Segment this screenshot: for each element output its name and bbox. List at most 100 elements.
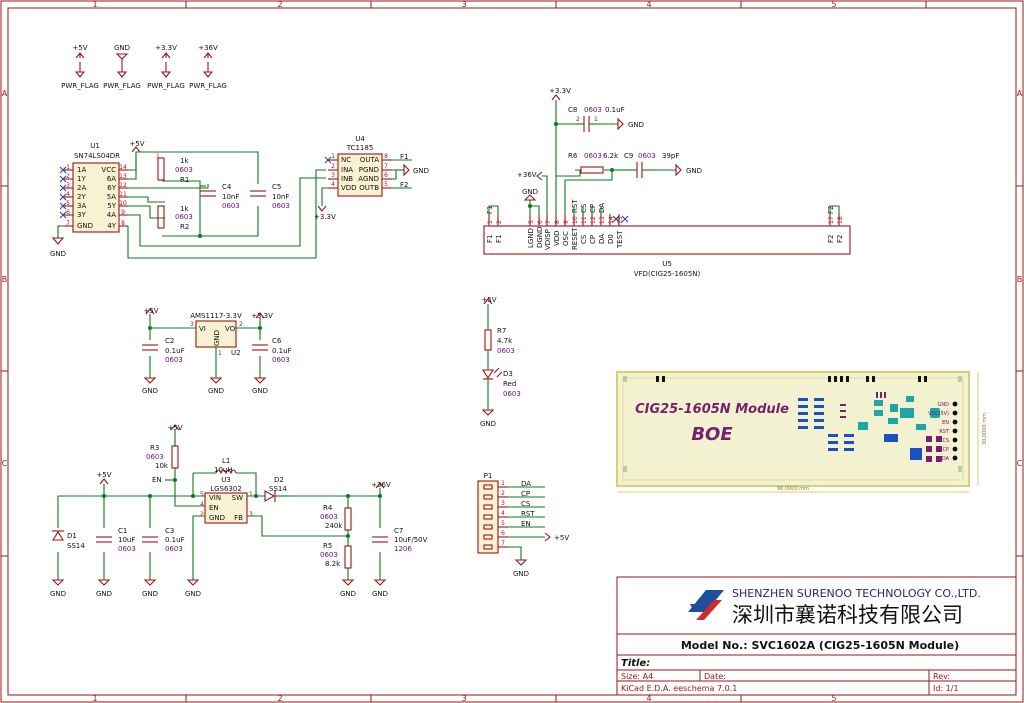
r4-resistor: R4 0603 240k <box>320 504 352 531</box>
svg-text:LGND: LGND <box>527 228 535 248</box>
r2-resistor: 1k 0603 R2 <box>157 205 193 231</box>
svg-text:5: 5 <box>66 200 70 207</box>
svg-text:OUTB: OUTB <box>359 184 379 192</box>
r6-resistor: R6 0603 6.2k <box>568 152 619 174</box>
svg-text:+3.3V: +3.3V <box>155 44 177 52</box>
svg-text:10uF: 10uF <box>118 536 135 544</box>
svg-text:GND: GND <box>50 590 66 598</box>
svg-text:R7: R7 <box>497 327 506 335</box>
svg-text:1: 1 <box>249 491 253 498</box>
svg-text:GND: GND <box>209 514 225 522</box>
svg-text:GND: GND <box>142 590 158 598</box>
svg-text:R5: R5 <box>323 542 332 550</box>
svg-text:2: 2 <box>496 220 503 224</box>
svg-text:+5V: +5V <box>143 307 158 315</box>
frame-col-3: 3 <box>461 0 466 9</box>
svg-text:DA: DA <box>942 456 950 462</box>
svg-text:3: 3 <box>249 511 253 518</box>
svg-text:8: 8 <box>384 153 388 160</box>
svg-text:F2: F2 <box>827 235 835 243</box>
svg-text:C9: C9 <box>624 152 633 160</box>
r7-d3-led: +5V R7 4.7k 0603 D3 Red 0603 GND <box>480 296 521 428</box>
svg-text:EN: EN <box>942 420 949 426</box>
svg-text:7: 7 <box>66 220 70 227</box>
svg-text:GND: GND <box>96 590 112 598</box>
svg-text:+36V: +36V <box>517 171 537 179</box>
c5-capacitor: C5 10nF 0603 <box>250 183 290 210</box>
svg-text:0603: 0603 <box>175 166 193 174</box>
c1-capacitor: C1 10uF 0603 <box>96 527 136 553</box>
u5-vfd-connector: F1 F1 LGND DGND VDISP VDD OSC RESET CS C… <box>483 214 851 278</box>
svg-text:6: 6 <box>501 530 505 537</box>
u1-wiring <box>57 151 326 259</box>
company-logo <box>684 586 726 624</box>
svg-text:1: 1 <box>218 350 222 357</box>
svg-text:SS14: SS14 <box>269 485 287 493</box>
svg-text:13: 13 <box>119 173 127 180</box>
svg-text:+5V: +5V <box>96 471 111 479</box>
svg-text:11: 11 <box>581 216 588 224</box>
board-title: CIG25-1605N Module <box>635 402 789 417</box>
svg-text:1206: 1206 <box>394 545 412 553</box>
svg-text:10uH: 10uH <box>214 466 233 474</box>
svg-text:3: 3 <box>331 172 335 179</box>
gnd-symbol-u1: GND <box>50 237 66 258</box>
svg-text:U3: U3 <box>221 476 231 484</box>
r5-resistor: R5 0603 8.2k <box>320 542 352 569</box>
svg-text:P1: P1 <box>484 472 493 480</box>
u4-f2-label: F2 <box>400 181 408 189</box>
en-net-label: EN <box>152 476 162 484</box>
r1-resistor: 1 1k 0603 R1 <box>156 153 193 184</box>
svg-text:CP: CP <box>589 235 597 244</box>
u5-da-label: DA <box>598 203 606 213</box>
p1-label-cs: CS <box>521 500 531 508</box>
svg-text:GND: GND <box>513 570 529 578</box>
svg-text:3: 3 <box>501 500 505 507</box>
model-number: Model No.: SVC1602A (CIG25-1605N Module) <box>681 639 959 652</box>
svg-text:+3.3V: +3.3V <box>549 87 571 95</box>
junction-dots <box>102 122 614 538</box>
svg-text:GND: GND <box>522 188 538 196</box>
u2-power-symbols: +5V +3.3V GND GND GND <box>142 307 273 395</box>
frame-col-bottom-4: 4 <box>646 694 651 703</box>
svg-text:0603: 0603 <box>320 551 338 559</box>
svg-text:VDISP: VDISP <box>544 229 552 250</box>
svg-text:1: 1 <box>331 153 335 160</box>
svg-text:SS14: SS14 <box>67 542 85 550</box>
svg-text:1: 1 <box>487 220 494 224</box>
svg-text:VDD: VDD <box>341 184 357 192</box>
svg-text:8: 8 <box>554 220 561 224</box>
svg-text:0603: 0603 <box>165 545 183 553</box>
u4-tc1185: U4 TC1185 NC INA INB VDD OUTA PGND AGND … <box>324 135 392 197</box>
svg-text:6: 6 <box>537 220 544 224</box>
svg-text:3Y: 3Y <box>77 211 86 219</box>
svg-text:PWR_FLAG: PWR_FLAG <box>189 82 227 90</box>
u4-wiring <box>321 159 412 206</box>
svg-text:0603: 0603 <box>272 202 290 210</box>
u5-wiring <box>488 100 840 214</box>
svg-text:GND: GND <box>413 167 429 175</box>
svg-text:+36V: +36V <box>371 481 391 489</box>
frame-col-bottom-1: 1 <box>92 694 97 703</box>
p1-header: P1 1 2 3 4 5 6 7 <box>477 472 508 554</box>
svg-text:OUTA: OUTA <box>360 156 379 164</box>
svg-text:GND: GND <box>213 330 221 346</box>
svg-text:U5: U5 <box>662 260 672 268</box>
frame-col-1: 1 <box>92 0 97 9</box>
frame-col-4: 4 <box>646 0 651 9</box>
svg-text:PWR_FLAG: PWR_FLAG <box>147 82 185 90</box>
svg-text:F2: F2 <box>836 235 844 243</box>
svg-text:11: 11 <box>119 191 127 198</box>
u2-ams1117: AMS1117-3.3V VI VO GND 3 2 1 U2 <box>190 312 243 357</box>
svg-text:0603: 0603 <box>222 202 240 210</box>
frame-row-a: A <box>2 89 8 98</box>
svg-text:9: 9 <box>121 209 125 216</box>
u4-f1-label: F1 <box>400 153 408 161</box>
svg-text:GND: GND <box>480 420 496 428</box>
svg-text:VIN: VIN <box>209 494 221 502</box>
svg-text:1: 1 <box>501 480 505 487</box>
pwr-flag-5v: +5V PWR_FLAG <box>61 44 99 90</box>
svg-text:R4: R4 <box>323 504 333 512</box>
company-name-en: SHENZHEN SURENOO TECHNOLOGY CO.,LTD. <box>732 587 981 600</box>
